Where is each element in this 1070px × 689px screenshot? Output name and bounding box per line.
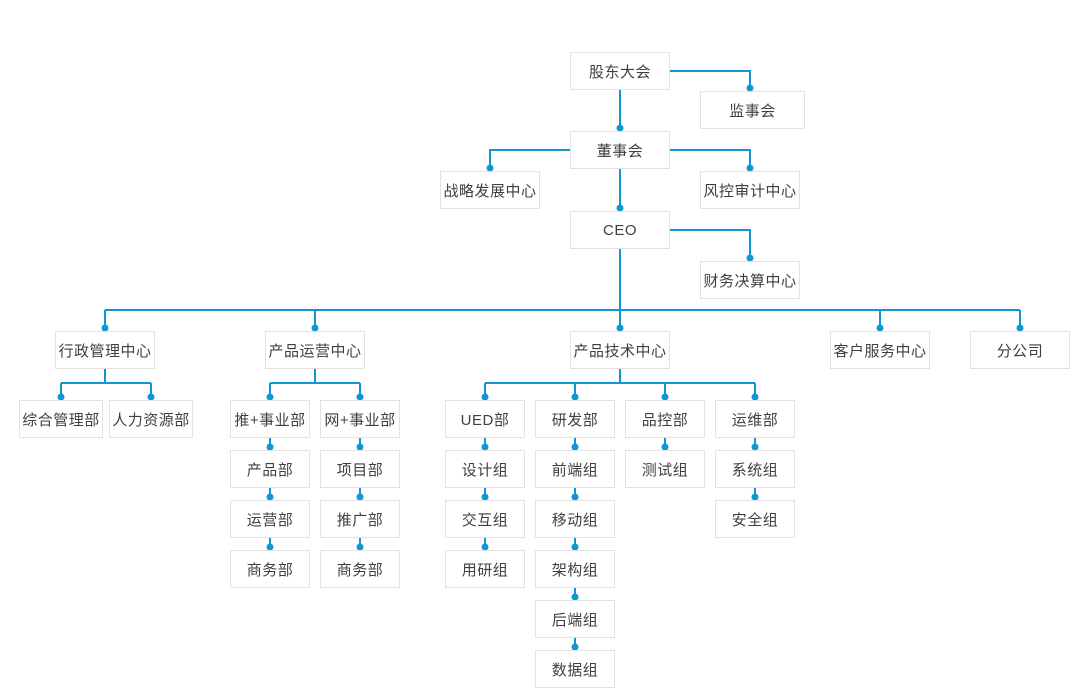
org-node-promotion-dept: 推广部 bbox=[320, 500, 400, 538]
org-node-tui-division: 推+事业部 bbox=[230, 400, 310, 438]
org-node-project-dept: 项目部 bbox=[320, 450, 400, 488]
org-node-test-group: 测试组 bbox=[625, 450, 705, 488]
org-node-risk-audit-center: 风控审计中心 bbox=[700, 171, 800, 209]
org-node-system-group: 系统组 bbox=[715, 450, 795, 488]
org-node-frontend-group: 前端组 bbox=[535, 450, 615, 488]
org-node-product-dept: 产品部 bbox=[230, 450, 310, 488]
org-node-architecture-group: 架构组 bbox=[535, 550, 615, 588]
org-node-interaction-group: 交互组 bbox=[445, 500, 525, 538]
org-node-mobile-group: 移动组 bbox=[535, 500, 615, 538]
org-node-backend-group: 后端组 bbox=[535, 600, 615, 638]
org-node-supervisory: 监事会 bbox=[700, 91, 805, 129]
org-node-rd-dept: 研发部 bbox=[535, 400, 615, 438]
org-node-user-research-group: 用研组 bbox=[445, 550, 525, 588]
org-node-strategy-center: 战略发展中心 bbox=[440, 171, 540, 209]
org-node-admin-center: 行政管理中心 bbox=[55, 331, 155, 369]
org-node-security-group: 安全组 bbox=[715, 500, 795, 538]
org-node-operation-dept: 运营部 bbox=[230, 500, 310, 538]
org-node-ued-dept: UED部 bbox=[445, 400, 525, 438]
org-node-business-dept-wang: 商务部 bbox=[320, 550, 400, 588]
org-node-branch-company: 分公司 bbox=[970, 331, 1070, 369]
org-node-qc-dept: 品控部 bbox=[625, 400, 705, 438]
org-node-ceo: CEO bbox=[570, 211, 670, 249]
org-node-general-affairs-dept: 综合管理部 bbox=[19, 400, 103, 438]
org-node-om-dept: 运维部 bbox=[715, 400, 795, 438]
org-node-finance-center: 财务决算中心 bbox=[700, 261, 800, 299]
org-node-operations-center: 产品运营中心 bbox=[265, 331, 365, 369]
org-node-tech-center: 产品技术中心 bbox=[570, 331, 670, 369]
org-node-wang-division: 网+事业部 bbox=[320, 400, 400, 438]
org-node-hr-dept: 人力资源部 bbox=[109, 400, 193, 438]
org-node-design-group: 设计组 bbox=[445, 450, 525, 488]
org-node-business-dept-tui: 商务部 bbox=[230, 550, 310, 588]
org-node-shareholders: 股东大会 bbox=[570, 52, 670, 90]
org-node-board: 董事会 bbox=[570, 131, 670, 169]
org-node-service-center: 客户服务中心 bbox=[830, 331, 930, 369]
org-node-data-group: 数据组 bbox=[535, 650, 615, 688]
